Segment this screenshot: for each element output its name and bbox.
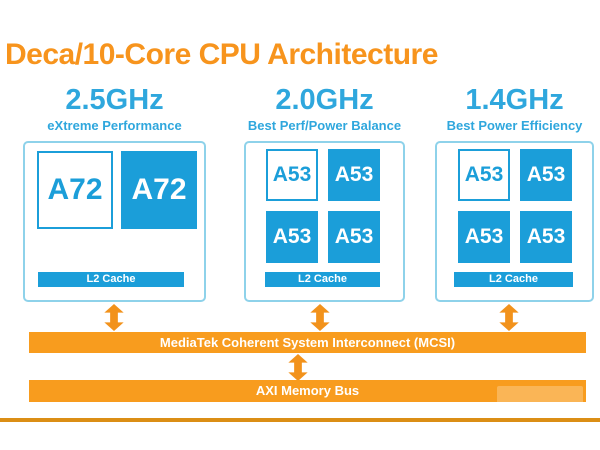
core-a53: A53 [266,211,318,263]
bidirectional-arrow-icon [287,354,309,381]
core-a53: A53 [520,149,572,201]
frequency-label: 2.5GHz [65,84,164,116]
cluster-extreme-performance: 2.5GHz eXtreme Performance A72 A72 L2 Ca… [23,84,206,302]
cluster-box: A72 A72 L2 Cache [23,141,206,302]
frequency-label: 1.4GHz [465,84,564,116]
core-a72: A72 [37,151,113,229]
core-group: A72 A72 [37,151,197,229]
page-title: Deca/10-Core CPU Architecture [5,38,438,71]
bidirectional-arrow-icon [498,304,520,331]
cluster-perf-power-balance: 2.0GHz Best Perf/Power Balance A53 A53 A… [244,84,405,302]
l2-cache-bar: L2 Cache [265,272,380,287]
l2-cache-bar: L2 Cache [454,272,573,287]
core-a53: A53 [520,211,572,263]
mcsi-bus-bar: MediaTek Coherent System Interconnect (M… [29,332,586,353]
axi-bus-bar: AXI Memory Bus [29,380,586,402]
cluster-subtitle: eXtreme Performance [47,118,182,133]
cluster-subtitle: Best Power Efficiency [446,118,583,133]
frequency-label: 2.0GHz [275,84,374,116]
cluster-box: A53 A53 A53 A53 L2 Cache [435,141,594,302]
core-group: A53 A53 A53 A53 [458,149,572,263]
core-a53: A53 [458,211,510,263]
l2-cache-bar: L2 Cache [38,272,184,287]
core-group: A53 A53 A53 A53 [266,149,380,263]
core-a53: A53 [328,149,380,201]
cluster-subtitle: Best Perf/Power Balance [247,118,402,133]
cluster-power-efficiency: 1.4GHz Best Power Efficiency A53 A53 A53… [435,84,594,302]
core-a53: A53 [328,211,380,263]
divider-line [0,418,600,422]
core-a72: A72 [121,151,197,229]
core-a53: A53 [458,149,510,201]
bidirectional-arrow-icon [103,304,125,331]
bidirectional-arrow-icon [309,304,331,331]
cluster-box: A53 A53 A53 A53 L2 Cache [244,141,405,302]
core-a53: A53 [266,149,318,201]
watermark [497,386,583,412]
